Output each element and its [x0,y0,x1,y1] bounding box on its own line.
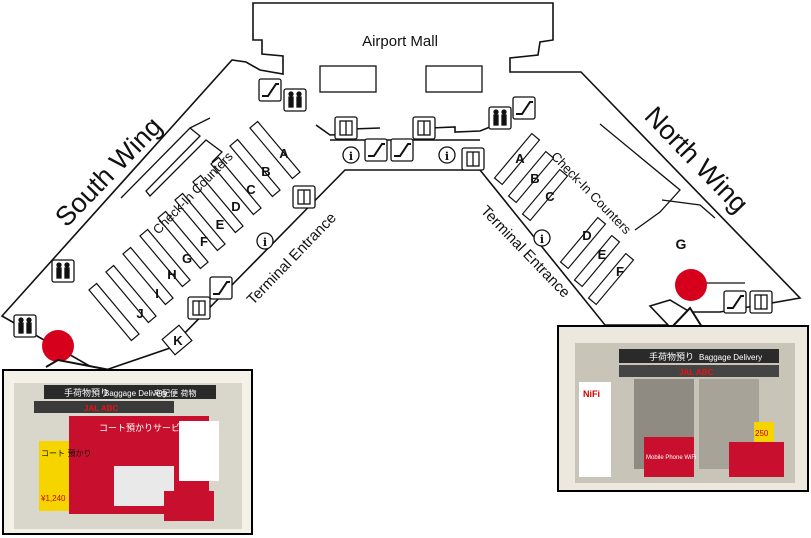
brand-label: JAL ABC [679,368,713,377]
north-area-g-label: G [676,236,687,252]
banner-text: コート預かりサービス [99,423,189,434]
counter-label: B [530,171,539,186]
elevator-icon [749,290,773,314]
baggage-counter-photo-south: 手荷物預り Baggage Delivery 宅配便 荷物 JAL ABC コー… [4,371,251,533]
restroom-icons [13,88,512,338]
restroom-icon [283,88,307,112]
counter-label: E [216,217,225,232]
counter-label: F [200,234,208,249]
counter-label: C [246,182,256,197]
restroom-icon [13,314,37,338]
sign-en: Baggage Delivery [104,389,167,398]
elevator-icon [461,147,485,171]
restroom-icon [51,259,75,283]
location-marker-south [42,330,74,362]
north-wing-label: North Wing [639,101,754,219]
counter-a [249,120,301,180]
counter-a-n [493,132,541,186]
counter-e [174,192,226,252]
counter-c-n [521,168,569,222]
location-markers [42,269,707,362]
counter-label: B [261,164,270,179]
counter-label: H [167,267,176,282]
north-counters [493,132,635,306]
counter-c [210,156,262,216]
sign-jp: 手荷物預り [649,351,694,363]
mall-shops [319,65,483,93]
counter-f-n [587,252,635,306]
north-counter-letters: A B C D E F [515,151,624,279]
counter-j [88,282,140,342]
brand-label: JAL ABC [84,404,118,413]
info-icon: i [256,232,274,250]
counter-e-n [573,234,621,288]
checkin-counters-right: Check-In Counters [548,149,634,238]
south-wing-label: South Wing [49,111,168,232]
terminal-entrance-right: Terminal Entrance [477,202,573,301]
poster-text: Mobile Phone WiFi [646,455,696,461]
counter-b [229,138,281,198]
counter-label: D [582,228,591,243]
counter-d [192,174,244,234]
side-sign: NiFi [583,389,600,399]
price-tag: ¥1,240 [40,494,66,503]
info-icons: i i i i [256,146,551,250]
escalator-icon [512,96,536,120]
price-tag: 250 [755,429,769,438]
elevator-icon [292,185,316,209]
counter-label: A [279,146,289,161]
info-icon: i [438,146,456,164]
side-sign: コート 預かり [41,449,92,458]
counter-f [157,210,209,270]
elevator-icon [412,116,436,140]
counter-label: J [136,306,143,321]
elevator-icon [187,296,211,320]
counter-label: I [155,286,159,301]
escalator-icon [364,138,388,162]
counter-label: K [173,333,183,348]
airport-mall-label: Airport Mall [362,33,438,50]
svg-text:i: i [349,150,353,163]
svg-text:i: i [540,233,544,246]
photo-inset-south: 手荷物預り Baggage Delivery 宅配便 荷物 JAL ABC コー… [2,369,253,535]
location-marker-north [675,269,707,301]
svg-text:i: i [263,236,267,249]
sign-en: Baggage Delivery [699,353,762,362]
photo-inset-north: 手荷物預り Baggage Delivery JAL ABC NiFi Mobi… [557,325,809,492]
counter-i [105,264,157,324]
svg-text:i: i [445,150,449,163]
counter-label: G [182,251,192,266]
elevator-icon [334,116,358,140]
south-counters [88,120,301,356]
south-wing-walls [120,117,223,199]
counter-g [139,228,191,288]
callout-pointers [45,306,703,371]
escalator-icon [209,276,233,300]
info-icon: i [342,146,360,164]
counter-label: D [231,199,240,214]
escalator-icon [390,138,414,162]
sign-jp: 手荷物預り [64,387,109,399]
info-icon: i [533,229,551,247]
counter-h [122,246,174,306]
counter-k [161,324,193,356]
south-counter-letters: A B C D E F G H I J K [136,146,289,348]
elevator-icons [187,116,773,320]
counter-label: C [545,189,555,204]
counter-label: A [515,151,525,166]
counter-label: F [616,264,624,279]
escalator-icon [258,78,282,102]
counter-label: E [598,247,607,262]
counter-b-n [507,150,555,204]
restroom-icon [488,106,512,130]
escalator-icon [723,290,747,314]
sign-tail: 宅配便 荷物 [154,388,197,398]
baggage-counter-photo-north: 手荷物預り Baggage Delivery JAL ABC NiFi Mobi… [559,327,807,490]
counter-d-n [559,216,607,270]
escalator-icons [209,78,747,314]
